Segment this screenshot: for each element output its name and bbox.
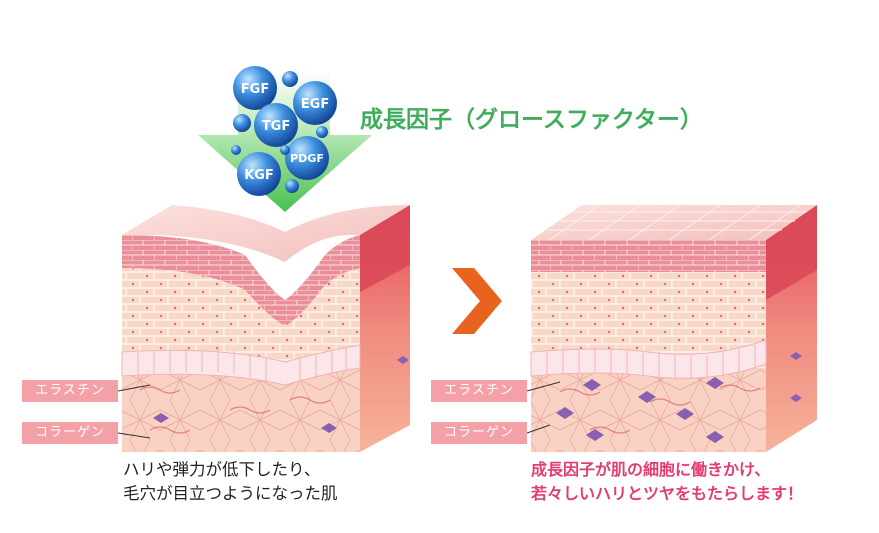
chevron-right-icon [452, 268, 502, 334]
label-collagen-after: コラーゲン [431, 422, 527, 444]
label-elastin-before: エラスチン [22, 380, 118, 402]
bubble-pdgf [285, 136, 329, 180]
caption-after: 成長因子が肌の細胞に働きかけ、 若々しいハリとツヤをもたらします！ [531, 460, 804, 503]
caption-before: ハリや弾力が低下したり、 毛穴が目立つようになった肌 [123, 460, 338, 503]
bubble-tgf [254, 103, 298, 147]
bubble-kgf [237, 152, 281, 196]
label-collagen-before: コラーゲン [22, 422, 118, 444]
page-title: 成長因子（グロースファクター） [360, 106, 703, 133]
bubble-egf [293, 81, 337, 125]
bubble-label-kgf: KGF [244, 168, 274, 183]
bubble-fgf [233, 66, 277, 110]
label-leader-lines [117, 381, 561, 439]
label-elastin-after: エラスチン [431, 380, 527, 402]
skin-block-before-top [122, 205, 410, 262]
bubble-label-pdgf: PDGF [290, 152, 324, 165]
growth-factor-bubbles: FGF EGF TGF PDGF KGF [231, 66, 337, 196]
skin-block-after [530, 204, 817, 452]
bubble-label-fgf: FGF [241, 82, 269, 97]
skin-block-before [121, 205, 410, 452]
bubble-label-tgf: TGF [262, 119, 290, 134]
bubble-label-egf: EGF [301, 97, 329, 112]
